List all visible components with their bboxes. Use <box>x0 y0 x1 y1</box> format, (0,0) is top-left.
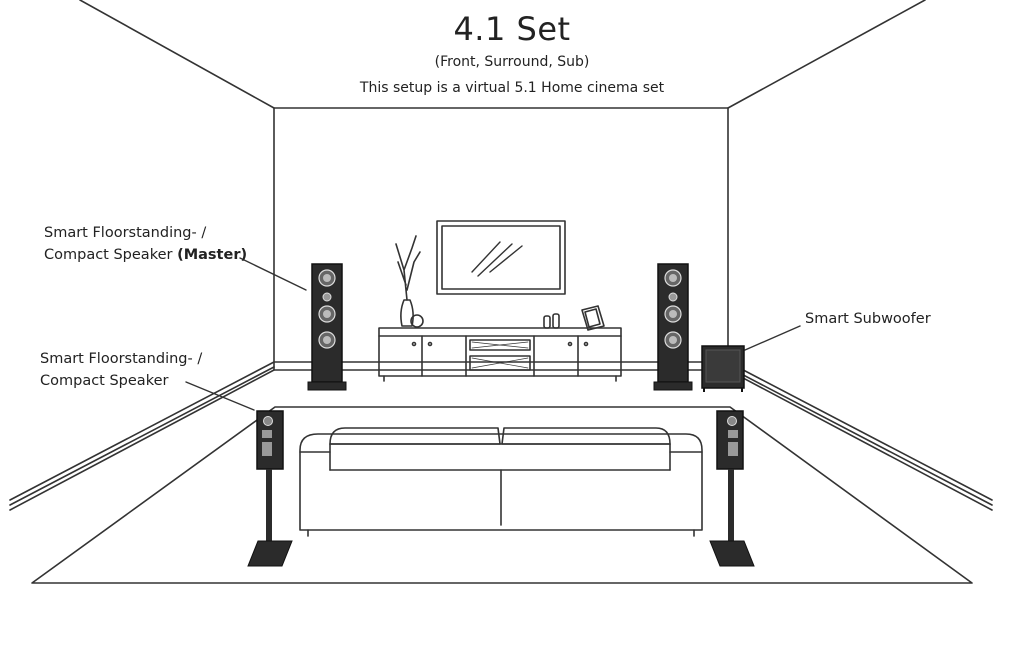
front-right-speaker <box>653 263 693 391</box>
tv-cabinet <box>378 327 622 382</box>
sofa <box>299 427 703 537</box>
subwoofer-label: Smart Subwoofer <box>805 311 931 327</box>
front-speaker-label-line1: Smart Floorstanding- / <box>44 225 207 241</box>
front-left-speaker <box>307 263 347 391</box>
surround-left-speaker <box>247 410 293 567</box>
rug <box>31 406 973 584</box>
front-speaker-label-line2: Compact Speaker (Master) <box>44 244 247 266</box>
surround-right-speaker <box>709 410 755 567</box>
cabinet-decor <box>543 305 605 331</box>
subwoofer <box>701 345 745 392</box>
front-speaker-label-text: Compact Speaker <box>44 247 173 263</box>
surround-speaker-label-line2: Compact Speaker <box>40 373 169 389</box>
surround-speaker-label-line1: Smart Floorstanding- / <box>40 351 203 367</box>
tv <box>436 220 566 295</box>
leader-lines <box>185 257 801 411</box>
vase-decor <box>395 235 424 328</box>
diagram-title: 4.1 Set <box>453 10 571 48</box>
diagram-description: This setup is a virtual 5.1 Home cinema … <box>359 80 665 96</box>
master-tag: (Master) <box>177 247 248 263</box>
diagram-subtitle: (Front, Surround, Sub) <box>434 54 590 70</box>
